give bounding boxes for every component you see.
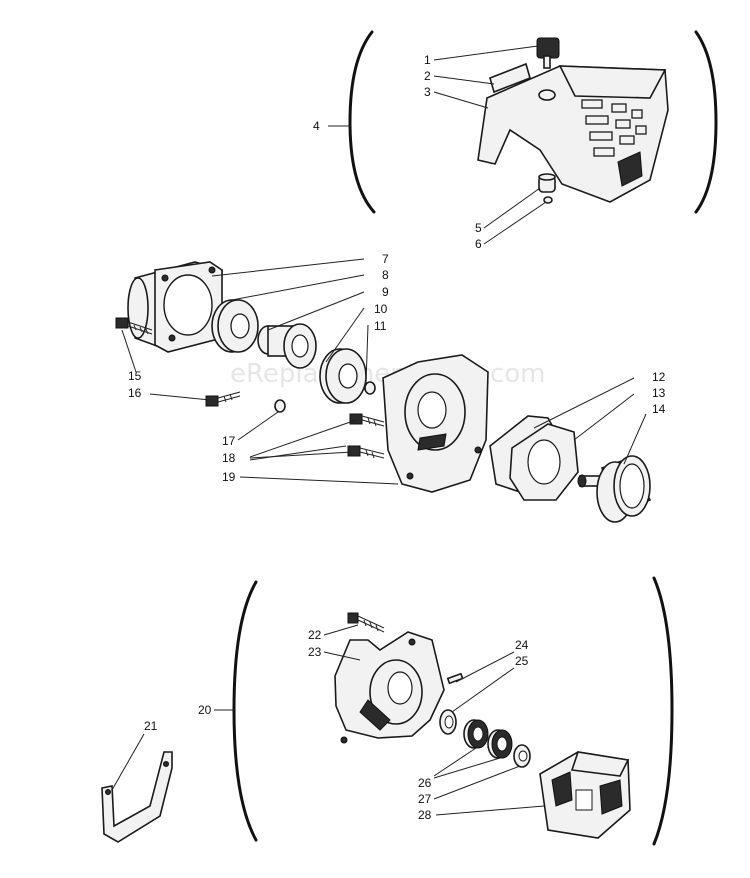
bolt-22 [347, 612, 385, 633]
callout-27: 27 [418, 792, 432, 806]
callout-15: 15 [128, 369, 142, 383]
bracket-21 [101, 751, 173, 843]
callout-11: 11 [374, 319, 387, 333]
callout-25: 25 [515, 654, 529, 668]
seal-27 [513, 744, 531, 768]
callout-10: 10 [374, 302, 388, 316]
callout-16: 16 [128, 386, 142, 400]
cover-grommet [538, 173, 556, 193]
engine-cover [477, 65, 669, 203]
crankcase-23 [334, 631, 445, 744]
callout-2: 2 [424, 69, 431, 83]
cover-knob [536, 37, 560, 101]
callout-7: 7 [382, 252, 389, 266]
bearing-8 [211, 299, 259, 353]
callout-3: 3 [424, 85, 431, 99]
clutch-group [115, 261, 652, 523]
callout-17: 17 [222, 434, 236, 448]
leader-lines [111, 45, 647, 816]
callout-26: 26 [418, 776, 432, 790]
bracket-left-cover [348, 30, 376, 214]
callout-18: 18 [222, 451, 236, 465]
crankcase-half [382, 354, 489, 493]
snap-ring-17 [274, 399, 286, 413]
screws-18 [347, 413, 385, 459]
clutch-cover-13 [509, 423, 579, 501]
callout-24: 24 [515, 638, 529, 652]
callout-19: 19 [222, 470, 236, 484]
callout-14: 14 [652, 402, 666, 416]
clutch-shaft [257, 323, 317, 369]
callout-4: 4 [313, 119, 320, 133]
callout-12: 12 [652, 370, 666, 384]
callout-22: 22 [308, 628, 322, 642]
crankcase-group [101, 576, 674, 846]
callout-28: 28 [418, 808, 432, 822]
callout-numbers: 1 2 3 4 5 6 7 8 9 10 11 12 13 14 15 16 1… [128, 53, 666, 822]
bearing-10 [319, 348, 367, 404]
bracket-left-crankcase [232, 580, 258, 842]
callout-1: 1 [424, 53, 431, 67]
callout-23: 23 [308, 645, 322, 659]
cover-decal [489, 62, 531, 94]
callout-5: 5 [475, 221, 482, 235]
callout-20: 20 [198, 703, 212, 717]
bracket-right-cover [694, 30, 718, 214]
callout-21: 21 [144, 719, 158, 733]
screw-15 [115, 317, 153, 335]
bearings-26 [463, 719, 513, 759]
seal-25 [439, 709, 457, 735]
snap-ring-11 [364, 381, 376, 395]
callout-6: 6 [475, 237, 482, 251]
cover-clip [543, 196, 553, 204]
callout-8: 8 [382, 268, 389, 282]
crankcase-cover-28 [539, 751, 631, 839]
clutch-housing [127, 261, 223, 353]
pin-24 [446, 672, 464, 685]
bracket-right-crankcase [652, 576, 674, 846]
clutch-drum-14 [577, 455, 652, 523]
callout-9: 9 [382, 285, 389, 299]
screw-16 [205, 391, 241, 407]
callout-13: 13 [652, 386, 666, 400]
cover-group [348, 30, 718, 214]
